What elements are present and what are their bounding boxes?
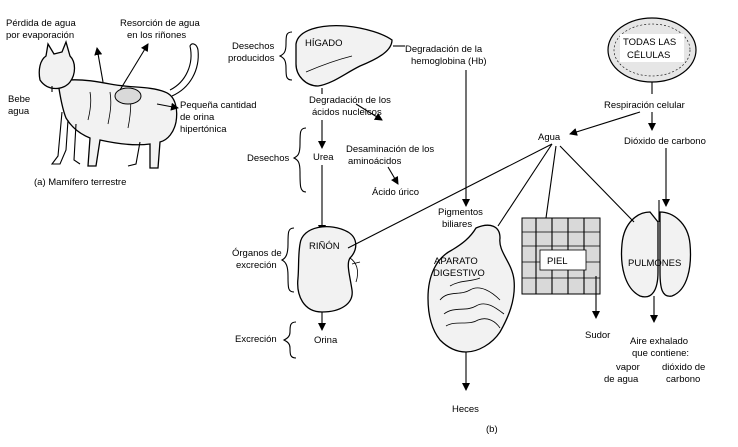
label-dioxido: Dióxido de carbono	[624, 136, 706, 147]
label-pulmones: PULMONES	[628, 258, 681, 269]
label-respiracion: Respiración celular	[604, 100, 685, 111]
label-pigmentos-2: biliares	[442, 219, 472, 230]
text-a-resorc-1: Resorción de agua	[120, 18, 200, 29]
arrow-urine	[156, 102, 179, 111]
arrow-reabsorption	[119, 43, 149, 91]
arrow-nucleicos	[355, 103, 383, 121]
label-rinon: RIÑÓN	[309, 241, 340, 252]
line-agua-rinon	[347, 143, 553, 249]
label-hb-2: hemoglobina (Hb)	[411, 56, 487, 67]
label-todas-1: TODAS LAS	[623, 37, 676, 48]
text-a-bebe-2: agua	[8, 106, 30, 117]
label-aparato-1: APARATO	[434, 256, 478, 267]
label-piel: PIEL	[547, 256, 568, 267]
label-organos-2: excreción	[236, 260, 277, 271]
text-a-bebe-1: Bebe	[8, 94, 30, 105]
label-desaminacion-1: Desaminación de los	[346, 144, 434, 155]
text-a-orina-1: Pequeña cantidad	[180, 100, 257, 111]
label-higado: HÍGADO	[305, 38, 342, 49]
text-a-orina-2: de orina	[180, 112, 215, 123]
brace-producidos	[278, 31, 293, 81]
kidney-organ	[297, 226, 361, 313]
arrow-resp-agua	[569, 111, 641, 136]
text-a-evap-1: Pérdida de agua	[6, 18, 76, 29]
label-vapor-2: de agua	[604, 374, 639, 385]
label-nucleicos-1: Degradación de los	[309, 95, 391, 106]
label-pigmentos-1: Pigmentos	[438, 207, 483, 218]
label-agua: Agua	[538, 132, 561, 143]
label-organos-1: Órganos de	[232, 248, 282, 259]
line-agua-piel	[545, 145, 557, 219]
text-a-resorc-2: en los riñones	[127, 30, 186, 41]
lungs-illustration	[620, 200, 692, 298]
arrow-desaminacion	[387, 166, 399, 185]
label-aire-2: que contiene:	[632, 348, 689, 359]
label-hb-1: Degradación de la	[405, 44, 483, 55]
label-desaminacion-2: aminoácidos	[348, 156, 402, 167]
digestive-tract	[427, 224, 515, 391]
label-urea: Urea	[313, 152, 334, 163]
label-dioxido2-2: carbono	[666, 374, 700, 385]
cells-cluster	[607, 17, 697, 83]
label-desechos-producidos-2: producidos	[228, 53, 275, 64]
arrow-evaporation	[94, 47, 104, 83]
label-orina: Orina	[314, 335, 338, 346]
brace-excrecion	[282, 321, 297, 359]
line-agua-digestivo	[497, 143, 553, 227]
caption-b: (b)	[486, 424, 498, 435]
brace-organos	[280, 227, 295, 293]
brace-desechos	[292, 127, 307, 193]
label-vapor-1: vapor	[616, 362, 640, 373]
label-desechos: Desechos	[247, 153, 289, 164]
text-a-orina-3: hipertónica	[180, 124, 227, 135]
cat-illustration	[38, 39, 199, 169]
caption-a: (a) Mamífero terrestre	[34, 177, 126, 188]
text-a-evap-2: por evaporación	[6, 30, 74, 41]
skin-illustration	[521, 217, 601, 295]
label-dioxido2-1: dióxido de	[662, 362, 705, 373]
label-aparato-2: DIGESTIVO	[433, 268, 485, 279]
label-todas-2: CÉLULAS	[627, 50, 670, 61]
liver-organ	[295, 24, 393, 87]
label-nucleicos-2: ácidos nucleicos	[312, 107, 382, 118]
label-excrecion: Excreción	[235, 334, 277, 345]
label-sudor: Sudor	[585, 330, 610, 341]
label-aire-1: Aire exhalado	[630, 336, 688, 347]
line-agua-pulmones	[559, 145, 635, 223]
label-desechos-producidos-1: Desechos	[232, 41, 274, 52]
label-heces: Heces	[452, 404, 479, 415]
label-acido-urico-full: Ácido úrico	[372, 187, 419, 198]
